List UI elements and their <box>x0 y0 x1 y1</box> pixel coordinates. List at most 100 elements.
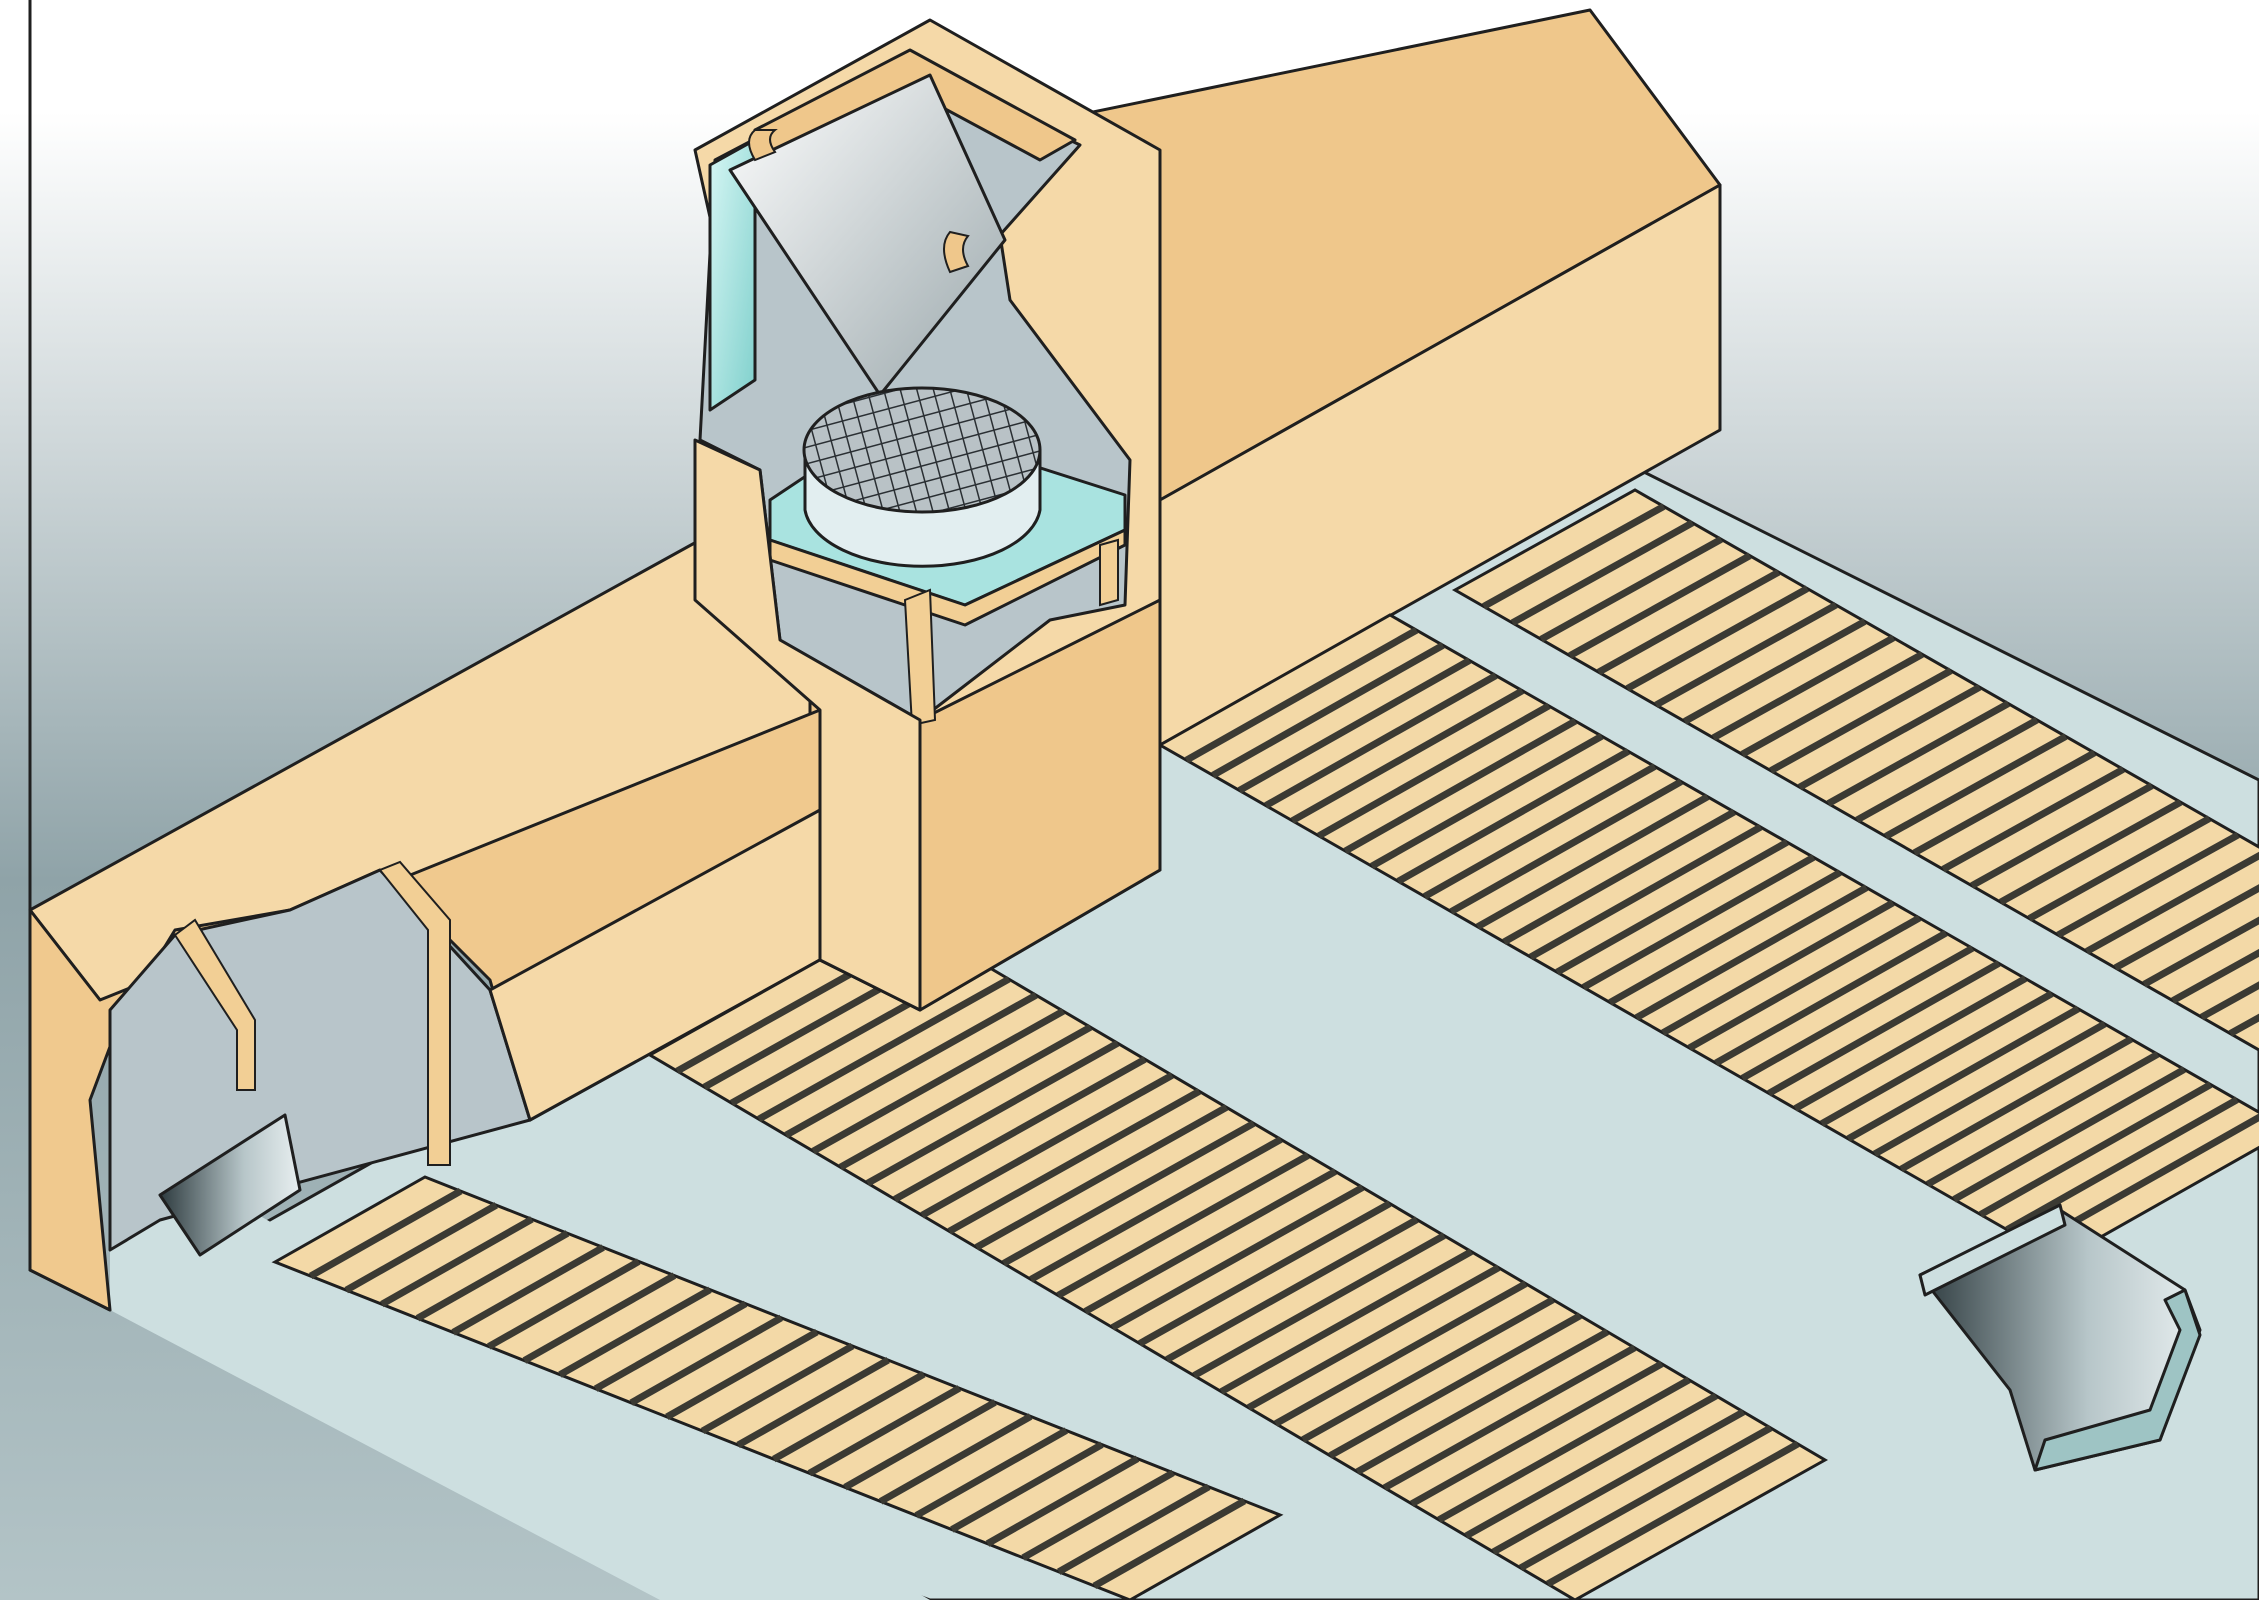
slat-gap <box>558 1286 712 1378</box>
slat-gap <box>1528 824 1763 961</box>
slat-gap <box>380 1216 534 1308</box>
slat-gap <box>1925 1051 2160 1188</box>
slat-gap <box>893 1056 1147 1203</box>
slat-gap <box>1165 1216 1419 1363</box>
slat-gap <box>1219 1248 1474 1395</box>
slat-gap <box>451 1244 605 1336</box>
slat-gap <box>2005 1096 2239 1233</box>
slat-gap <box>1625 585 1809 692</box>
slat-gap <box>700 1342 855 1435</box>
slat-gap <box>784 992 1038 1139</box>
slat-gap <box>1539 536 1723 643</box>
slat-gap <box>1184 627 1419 764</box>
hinged-flap <box>728 73 1007 397</box>
slatted-floor <box>271 1175 1284 1600</box>
slat-gap <box>1137 1200 1392 1347</box>
slat-gap <box>1001 1120 1256 1267</box>
slat-gap <box>1952 1066 2186 1203</box>
slat-gap <box>985 1455 1140 1547</box>
slat-gap <box>1422 763 1657 900</box>
slat-gap <box>1714 930 1948 1067</box>
slat-gap <box>1740 945 1975 1082</box>
slat-gap <box>415 1230 570 1322</box>
slat-gap <box>1568 552 1752 659</box>
slat-gap <box>1110 1184 1365 1331</box>
slatted-floor <box>1156 613 2259 1262</box>
slat-gap <box>1687 914 1922 1051</box>
slat-gap <box>878 1413 1033 1505</box>
slat-gap <box>1740 651 1924 758</box>
slat-gap <box>665 1328 819 1420</box>
slat-gap <box>1767 960 2001 1097</box>
slatted-floor <box>646 913 1829 1600</box>
slat-gap <box>1683 618 1867 725</box>
slat-gap <box>1355 1328 1610 1475</box>
slat-gap <box>1343 717 1578 855</box>
slat-gap <box>1246 1264 1501 1411</box>
slat-gap <box>947 1088 1201 1235</box>
slat-gap <box>2085 851 2259 955</box>
ventilation-chimney <box>693 18 1162 1012</box>
slat-gap <box>1846 1005 2080 1142</box>
slat-gap <box>1634 884 1869 1021</box>
slat-gap <box>2199 981 2259 1021</box>
slat-gap <box>974 1104 1229 1251</box>
fan-support-leg <box>1099 538 1119 607</box>
flap-hinge <box>943 230 970 274</box>
timber-post <box>378 860 451 1166</box>
slat-gap <box>811 1008 1065 1155</box>
slat-gap <box>1884 733 2068 840</box>
slat-gap <box>1899 1036 2133 1173</box>
slat-gap <box>1797 684 1982 791</box>
slat-gap <box>1211 642 1445 779</box>
slat-gap <box>1396 748 1630 885</box>
slat-gap <box>487 1258 641 1350</box>
slat-gap <box>1502 808 1736 945</box>
slat-gap <box>838 1024 1093 1171</box>
slat-gap <box>807 1385 962 1477</box>
slat-gap <box>1237 657 1472 794</box>
slat-gap <box>914 1427 1068 1519</box>
slat-gap <box>1029 1136 1283 1283</box>
slat-gap <box>920 1072 1174 1219</box>
slat-gap <box>1056 1152 1310 1299</box>
slat-gap <box>1711 634 1896 741</box>
slat-gap <box>1581 854 1816 991</box>
slat-gap <box>772 1371 926 1463</box>
slat-gap <box>1608 869 1842 1006</box>
manure-channel <box>1918 1203 2202 1472</box>
slat-gap <box>1317 702 1551 839</box>
slat-bed <box>1451 488 2259 1052</box>
slat-gap <box>1510 519 1695 626</box>
slat-gap <box>1370 733 1604 870</box>
slat-gap <box>1970 782 2154 889</box>
slat-gap <box>1021 1469 1175 1561</box>
slat-gap <box>757 976 1011 1123</box>
slat-gap <box>2113 884 2259 971</box>
slat-gap <box>1941 766 2125 873</box>
slat-gap <box>522 1272 677 1364</box>
slat-gap <box>1192 1232 1446 1379</box>
slat-gap <box>344 1202 498 1294</box>
slat-gap <box>1274 1280 1528 1427</box>
slat-gap <box>1449 778 1683 915</box>
slat-gap <box>950 1441 1104 1533</box>
slat-gap <box>1596 569 1781 676</box>
chimney-glass <box>708 138 757 412</box>
slat-gap <box>865 1040 1120 1187</box>
cutaway-side-wall <box>28 708 822 1312</box>
slat-gap <box>1464 1392 1718 1539</box>
slat-gap <box>1482 503 1666 610</box>
slat-gap <box>2171 948 2259 1004</box>
slat-gap <box>1475 793 1710 930</box>
slat-gap <box>629 1314 783 1406</box>
slat-gap <box>1290 687 1525 824</box>
slat-gap <box>1820 990 2054 1127</box>
slat-gap <box>1769 667 1953 774</box>
slat-gap <box>1057 1483 1211 1575</box>
slat-gap <box>1998 799 2183 906</box>
slat-gap <box>2142 916 2259 988</box>
slat-gap <box>1437 1376 1691 1523</box>
slat-bed <box>1156 613 2259 1262</box>
